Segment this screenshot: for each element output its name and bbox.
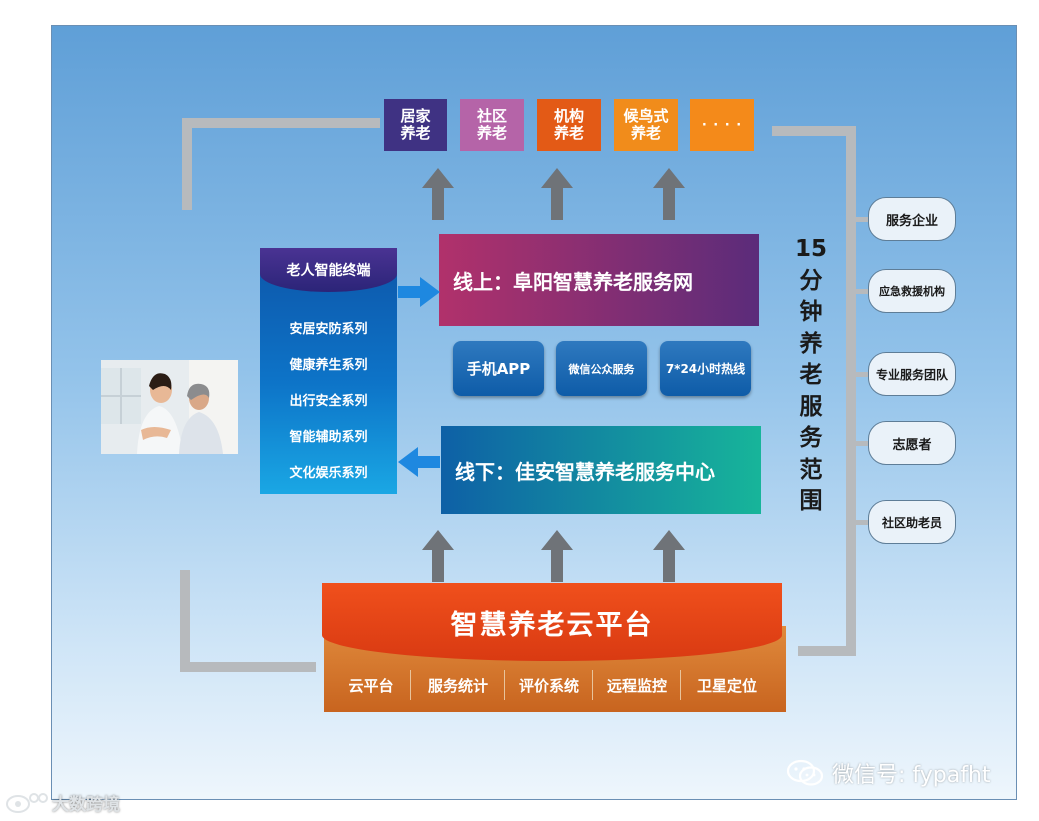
wechat-icon [786,759,824,786]
service-range-char: 养 [799,330,823,357]
platform-item: 远程监控 [606,676,667,695]
offline-service-box: 线下：佳安智慧养老服务中心 [441,426,761,514]
terminal-item: 安居安防系列 [289,322,368,337]
service-range-title: 15 分 钟 养 老 服 务 范 围 [788,234,834,518]
terminal-item: 健康养生系列 [289,358,368,373]
service-range-char: 钟 [799,299,823,325]
service-range-char: 围 [799,488,823,514]
partner-label: 志愿者 [892,437,932,453]
partner-service-enterprise: 服务企业 [868,197,956,241]
category-label-line1: 居家 [400,107,431,125]
partner-branch [854,372,868,377]
platform-header: 智慧养老云平台 [322,583,782,661]
terminal-item: 出行安全系列 [289,394,368,409]
terminal-item: 文化娱乐系列 [289,466,368,481]
connector-top-right [772,126,854,136]
channel-label: 7*24小时热线 [665,362,746,376]
divider [410,670,411,700]
up-arrow-icon [422,530,454,582]
connector-left-upper [182,118,192,210]
partner-volunteers: 志愿者 [868,421,956,465]
category-label-line1: 候鸟式 [623,107,669,125]
wechat-id: 微信号: fypafht [832,763,991,788]
divider [680,670,681,700]
partner-branch [854,441,868,446]
category-label-line2: 养老 [476,124,507,142]
channel-label: 微信公众服务 [568,362,635,376]
category-label-line1: 社区 [476,107,507,125]
partner-professional-team: 专业服务团队 [868,352,956,396]
connector-left-lower [180,570,190,672]
up-arrow-icon [541,530,573,582]
right-arrow-icon [398,277,440,307]
service-range-char: 老 [799,362,823,388]
service-range-char: 15 [794,236,827,262]
category-label-line2: 养老 [553,124,584,142]
partner-label: 专业服务团队 [875,367,948,382]
platform-item: 云平台 [348,676,394,695]
platform-item: 卫星定位 [696,676,757,695]
connector-bottom-left [180,662,316,672]
online-service-box: 线上：阜阳智慧养老服务网 [439,234,759,326]
connector-top-left [182,118,380,128]
partner-branch [854,520,868,525]
up-arrow-icon [653,168,685,220]
connector-bottom-right [798,646,856,656]
service-range-char: 分 [799,267,823,294]
terminal-panel: 老人智能终端 安居安防系列 健康养生系列 出行安全系列 智能辅助系列 文化娱乐系… [260,248,397,494]
channel-wechat: 微信公众服务 [556,341,647,396]
category-home-care: 居家养老 [384,99,447,151]
service-range-char: 范 [799,456,823,483]
service-range-char: 务 [799,425,823,451]
divider [504,670,505,700]
channel-hotline: 7*24小时热线 [660,341,751,396]
partner-label: 社区助老员 [881,515,942,530]
partner-branch [854,217,868,222]
up-arrow-icon [541,168,573,220]
divider [592,670,593,700]
partner-label: 应急救援机构 [879,285,945,298]
platform-title: 智慧养老云平台 [450,609,654,641]
category-community-care: 社区养老 [460,99,524,151]
wechat-watermark: 微信号: fypafht [786,755,991,791]
corner-watermark-text: 大数跨境 [52,794,120,815]
left-arrow-icon [398,447,440,477]
category-label-line1: 机构 [553,107,584,125]
channel-label: 手机APP [466,360,531,378]
category-more: · · · · [690,99,754,151]
terminal-title: 老人智能终端 [286,263,371,279]
terminal-header: 老人智能终端 [260,248,397,292]
platform-item: 评价系统 [518,676,579,695]
category-label-line2: 养老 [630,124,661,142]
platform-item: 服务统计 [427,676,488,695]
up-arrow-icon [653,530,685,582]
terminal-item: 智能辅助系列 [289,430,368,445]
partner-label: 服务企业 [885,213,938,229]
partner-community-helpers: 社区助老员 [868,500,956,544]
channel-mobile-app: 手机APP [453,341,544,396]
partner-emergency-rescue: 应急救援机构 [868,269,956,313]
category-institution-care: 机构养老 [537,99,601,151]
service-range-char: 服 [799,393,823,420]
category-migratory-care: 候鸟式养老 [614,99,678,151]
corner-watermark: 大数跨境 [4,788,120,816]
offline-service-label: 线下：佳安智慧养老服务中心 [455,459,715,484]
up-arrow-icon [422,168,454,220]
elderly-care-photo [101,360,238,454]
category-label-line1: · · · · [701,117,743,133]
category-label-line2: 养老 [400,124,431,142]
online-service-label: 线上：阜阳智慧养老服务网 [453,269,693,294]
weibo-icon [6,793,48,813]
partner-branch [854,289,868,294]
connector-right-vertical [846,126,856,656]
